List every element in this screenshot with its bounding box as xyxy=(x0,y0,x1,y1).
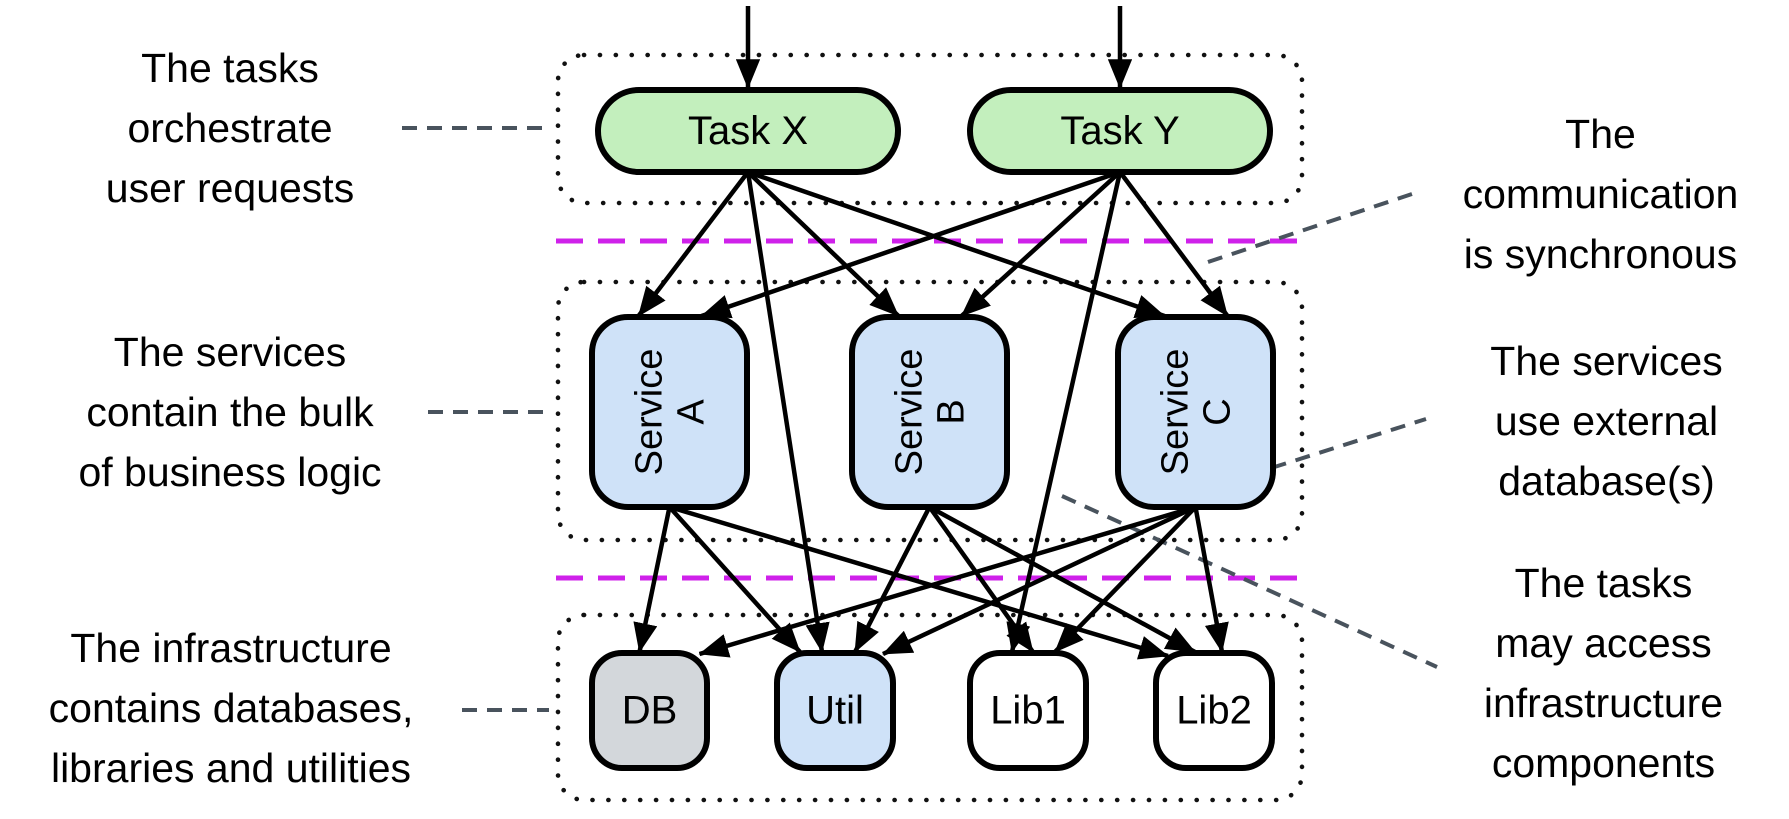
note-line: contains databases, xyxy=(48,685,414,731)
note-line: communication xyxy=(1462,171,1739,217)
note-tasks-infra: The tasks may access infrastructure comp… xyxy=(1418,553,1789,793)
note-line: The services xyxy=(1490,338,1723,384)
note-services: The services contain the bulk of busines… xyxy=(20,322,440,502)
note-line: orchestrate xyxy=(127,105,333,151)
node-label: Lib2 xyxy=(1176,689,1252,733)
node-shape xyxy=(589,650,710,771)
note-line: infrastructure xyxy=(1483,680,1724,726)
edge-taskX-serviceB xyxy=(746,170,901,318)
node-label: ServiceB xyxy=(889,349,973,476)
node-label: Task X xyxy=(688,109,808,153)
edge-taskY-serviceA xyxy=(700,169,1121,319)
edge-serviceC-lib1 xyxy=(1053,505,1198,654)
tasks-boundary xyxy=(555,52,1305,206)
edge-serviceB-util xyxy=(852,505,932,654)
edge-serviceB-lib1 xyxy=(927,505,1035,654)
node-db: DB xyxy=(589,650,710,771)
edge-taskY-lib1 xyxy=(1006,171,1123,653)
node-label: Lib1 xyxy=(990,689,1066,733)
note-line: The infrastructure xyxy=(70,625,392,671)
node-serviceC: ServiceC xyxy=(1115,314,1276,510)
node-taskY: Task Y xyxy=(967,87,1273,175)
note-line: of business logic xyxy=(78,449,382,495)
node-serviceB: ServiceB xyxy=(849,314,1010,510)
node-label: Task Y xyxy=(1060,109,1179,153)
edge-serviceC-util xyxy=(882,504,1197,657)
node-shape xyxy=(774,650,896,771)
note-line: The xyxy=(1565,111,1636,157)
edge-taskX-util xyxy=(745,171,830,653)
node-serviceA: ServiceA xyxy=(589,314,750,510)
node-label: Util xyxy=(806,689,864,733)
note-line: user requests xyxy=(105,165,355,211)
note-line: The tasks xyxy=(141,45,319,91)
edge-serviceC-lib2 xyxy=(1193,506,1229,653)
note-line: components xyxy=(1491,740,1716,786)
note-tasks: The tasks orchestrate user requests xyxy=(30,38,430,218)
note-line: The tasks xyxy=(1514,560,1693,606)
edge-taskY-serviceB xyxy=(959,170,1122,318)
note-line: is synchronous xyxy=(1463,231,1738,277)
connector-synchronous-note xyxy=(1207,191,1416,264)
edge-serviceA-util xyxy=(667,505,802,654)
note-external-db: The services use external database(s) xyxy=(1424,331,1789,511)
node-lib2: Lib2 xyxy=(1153,650,1275,771)
edge-serviceA-lib2 xyxy=(668,504,1169,660)
node-lib1: Lib1 xyxy=(967,650,1089,771)
node-label: ServiceA xyxy=(629,349,713,476)
node-label: DB xyxy=(622,689,678,733)
services-boundary xyxy=(555,279,1305,543)
connector-tasks-infra-note xyxy=(1061,494,1438,669)
note-line: use external xyxy=(1494,398,1719,444)
note-line: may access xyxy=(1495,620,1712,666)
note-synchronous: The communication is synchronous xyxy=(1412,104,1789,284)
edge-taskY-serviceC xyxy=(1118,170,1230,318)
node-label: ServiceC xyxy=(1155,349,1239,476)
edge-serviceB-lib2 xyxy=(928,505,1197,654)
node-taskX: Task X xyxy=(595,87,901,175)
node-shape xyxy=(1153,650,1275,771)
note-line: database(s) xyxy=(1498,458,1715,504)
edge-taskX-serviceA xyxy=(636,170,750,318)
edge-serviceC-db xyxy=(698,504,1197,658)
note-line: The services xyxy=(113,329,347,375)
node-shape xyxy=(967,650,1089,771)
note-line: libraries and utilities xyxy=(50,745,412,791)
note-infrastructure: The infrastructure contains databases, l… xyxy=(6,618,456,798)
edge-serviceA-db xyxy=(633,506,672,653)
note-line: contain the bulk xyxy=(86,389,374,435)
node-util: Util xyxy=(774,650,896,771)
